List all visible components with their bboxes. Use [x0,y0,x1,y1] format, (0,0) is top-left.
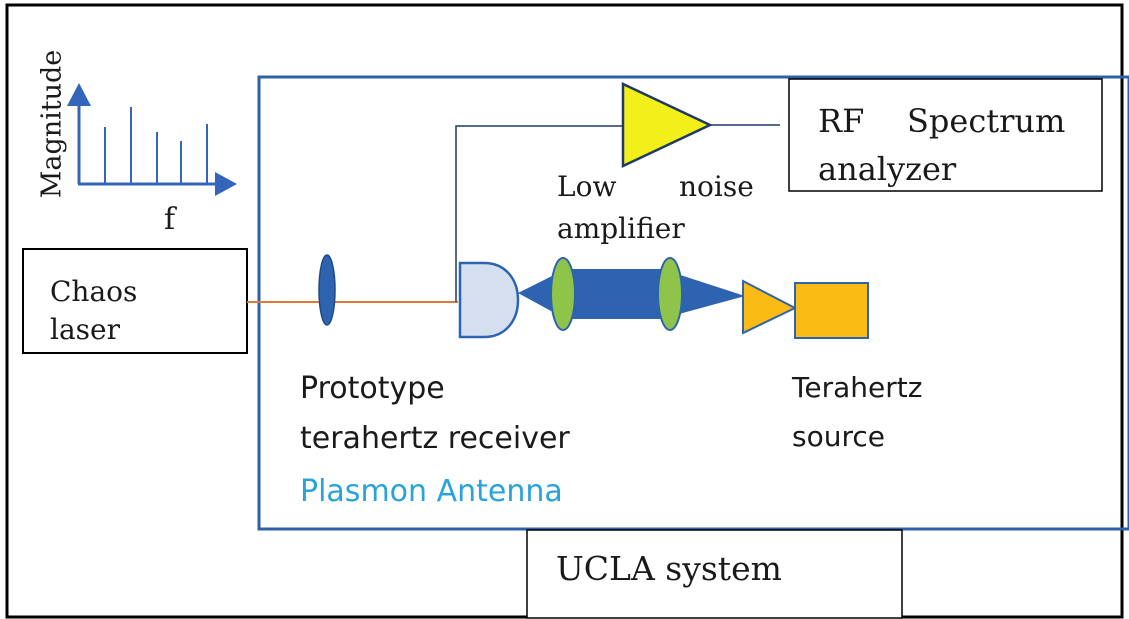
inset-x-arrowhead [215,172,237,196]
plasmon-detector-icon [458,261,520,339]
thz-source-label-1: Terahertz [792,371,923,404]
chaos-laser-label-2: laser [50,313,120,346]
thz-lens-2 [657,257,683,331]
thz-beam-collimated [560,269,670,319]
spectrum-inset [67,83,237,196]
rf-analyzer-box [788,78,1103,192]
rf-analyzer-label-spectrum: Spectrum [907,102,1066,140]
inset-x-label: f [164,202,176,237]
ucla-system-box [526,529,903,619]
chaos-laser-box [22,248,248,354]
inset-y-arrowhead [67,83,91,106]
amplifier-label-low: Low [557,170,617,203]
receiver-label-1: Prototype [300,371,445,406]
amplifier-label-noise: noise [679,170,754,203]
inset-y-label: Magnitude [36,49,68,199]
rf-analyzer-label-rf: RF [818,102,865,140]
thz-beam-cone-right [668,271,745,317]
thz-source-horn [742,279,798,335]
receiver-label-2: terahertz receiver [300,421,570,456]
low-noise-amplifier-icon [621,82,713,168]
rf-analyzer-label-2: analyzer [818,150,957,188]
focusing-lens [318,254,336,326]
signal-wire [455,125,625,302]
plasmon-antenna-label: Plasmon Antenna [300,474,563,509]
ucla-system-label: UCLA system [556,549,782,588]
thz-source-body [794,282,869,339]
chaos-laser-label-1: Chaos [50,275,138,308]
amplifier-label-2: amplifier [557,212,685,245]
thz-source-label-2: source [792,420,885,453]
thz-lens-1 [550,257,576,331]
